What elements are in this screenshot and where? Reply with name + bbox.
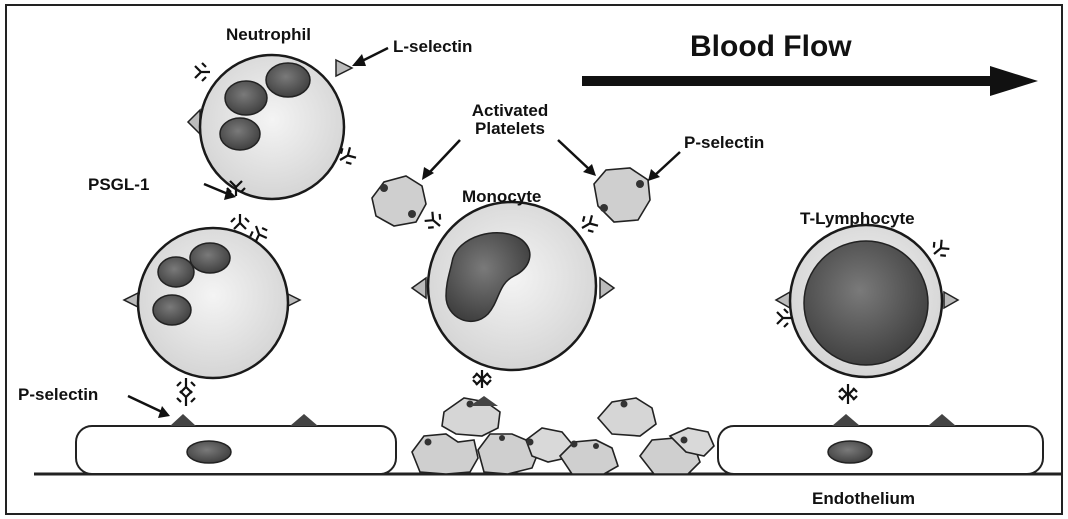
blood-flow-title: Blood Flow [690,32,852,62]
neutrophil-cell-top [188,55,357,199]
platelet-cluster [412,398,714,474]
endothelial-cell-left [76,414,396,474]
t-lymphocyte-cell [776,225,958,377]
label-p-selectin-bottom: P-selectin [18,386,98,403]
label-l-selectin: L-selectin [393,38,472,55]
neutrophil-cell-bottom [124,228,300,378]
activated-platelet-right [594,168,650,222]
label-activated-platelets-line2: Platelets [462,120,558,137]
endothelial-cell-right [718,414,1043,474]
label-monocyte: Monocyte [462,188,541,205]
label-endothelium: Endothelium [812,490,915,507]
p-selectin-bond-left [177,378,195,406]
label-neutrophil: Neutrophil [226,26,311,43]
blood-flow-arrow [582,66,1038,96]
monocyte-cell [412,202,614,370]
activated-platelet-left [372,176,426,226]
label-psgl1: PSGL-1 [88,176,149,193]
label-activated-platelets-line1: Activated [462,102,558,119]
label-p-selectin-top: P-selectin [684,134,764,151]
t-lymphocyte-bond [839,384,857,404]
label-t-lymphocyte: T-Lymphocyte [800,210,915,227]
